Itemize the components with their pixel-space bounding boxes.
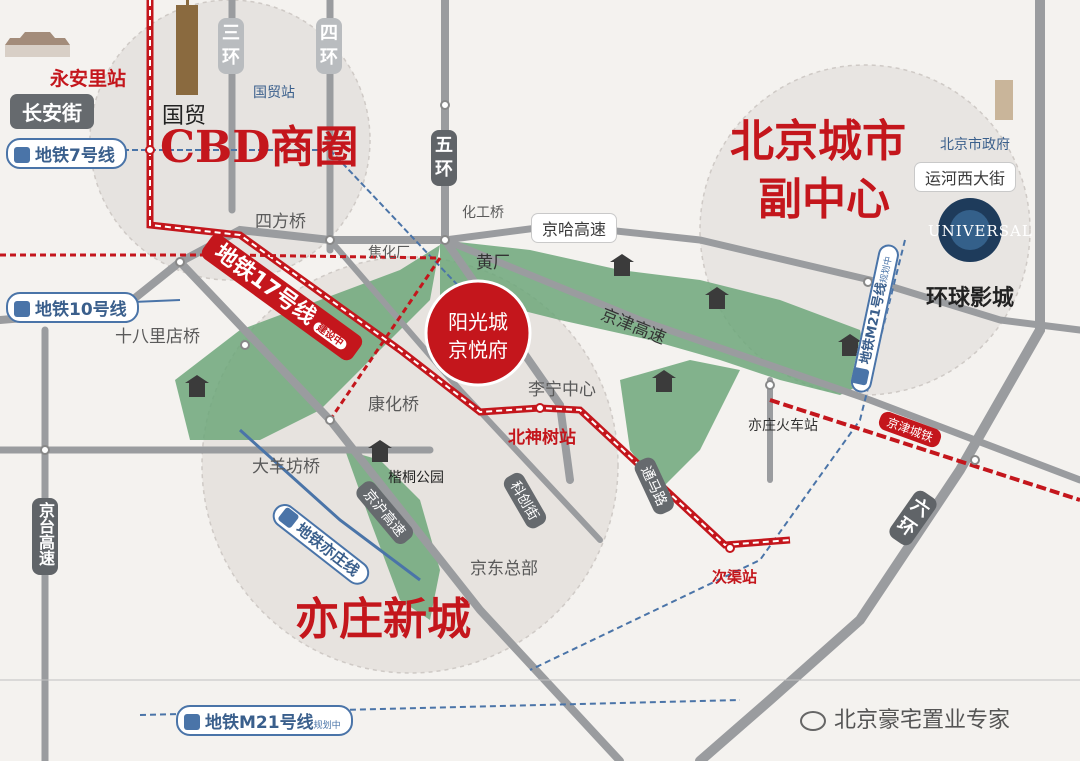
junction-dot [240,340,250,350]
jiaohuachang-label: 焦化厂 [368,245,410,261]
wechat-icon [800,711,826,731]
yizhuang-train-station-label: 亦庄火车站 [748,418,818,434]
pavilion-icon [610,254,634,276]
subway-icon [184,714,200,730]
pavilion-icon [185,375,209,397]
huangchang-label: 黄厂 [476,253,510,273]
fifth-ring-badge: 五环 [431,130,457,186]
junction-dot [325,235,335,245]
jinghu-expressway [176,258,624,761]
subway-icon [14,147,30,163]
pavilion-icon [368,440,392,462]
third-ring-badge: 三环 [218,18,244,74]
universal-logo-text: UNIVERSAL [928,222,1033,240]
subway-icon [850,366,870,386]
metro-line7-badge: 地铁7号线 [6,138,127,169]
kanghua-bridge-label: 康化桥 [368,395,419,415]
huagong-bridge-label: 化工桥 [462,205,504,221]
universal-studios-label: 环球影城 [926,285,1015,311]
guomao-label: 国贸 [162,104,207,129]
project-name-line1: 阳光城 [448,310,508,334]
station-dot [535,403,545,413]
project-marker [424,279,532,387]
park-label: 楷桐公园 [388,470,444,486]
cbd-tower-illustration [176,5,198,95]
pavilion-icon [705,287,729,309]
yizhuang-title: 亦庄新城 [295,594,471,645]
junction-dot [765,380,775,390]
junction-dot [40,445,50,455]
cbd-title: CBD商圈 [160,122,359,173]
jingtai-expressway-label: 京台高速 [32,498,58,575]
sixth-ring-road [695,0,1045,761]
subway-icon [277,506,300,529]
jingjin-expressway [441,236,1080,484]
sub-center-title-line1: 北京城市 [730,116,906,167]
subway-icon [14,301,30,317]
dayangfang-bridge-label: 大羊坊桥 [252,457,320,477]
junction-dot [970,455,980,465]
sifang-bridge-label: 四方桥 [255,212,306,232]
red-dashed-boundary-south [328,257,442,421]
tiananmen-illustration [5,32,70,45]
station-dot [145,145,155,155]
station-dot [725,543,735,553]
yunhe-street-label: 运河西大街 [915,163,1016,191]
metro-yizhuang-path [238,428,421,582]
jd-headquarters-label: 京东总部 [470,559,538,579]
project-name-line2: 京悦府 [448,338,508,362]
govt-building-illustration [995,80,1013,120]
junction-dot [325,415,335,425]
pavilion-icon [838,334,862,356]
junction-dot [175,257,185,267]
sub-center-title-line2: 副中心 [758,174,890,225]
ciqu-station-label: 次渠站 [712,568,758,586]
shibalidian-bridge-label: 十八里店桥 [115,327,200,347]
jingjin-rail-path [769,398,1080,502]
pavilion-icon [652,370,676,392]
jingha-expressway-label: 京哈高速 [532,214,617,242]
watermark: 北京豪宅置业专家 [800,702,1010,734]
yonganli-station-label: 永安里站 [50,68,127,90]
junction-dot [440,100,450,110]
govt-label: 北京市政府 [940,137,1010,153]
junction-dot [440,235,450,245]
changan-street-label: 长安街 [10,94,94,129]
metro-line10-badge: 地铁10号线 [6,292,139,323]
lining-center-label: 李宁中心 [528,380,596,400]
beishenshu-station-label: 北神树站 [508,428,576,448]
guomao-station-label: 国贸站 [253,85,295,101]
fourth-ring-badge: 四环 [316,18,342,74]
kechuang-road [327,237,603,543]
metro-m21-bottom-badge: 地铁M21号线规划中 [176,705,353,736]
metro-line17-dash [149,0,791,547]
